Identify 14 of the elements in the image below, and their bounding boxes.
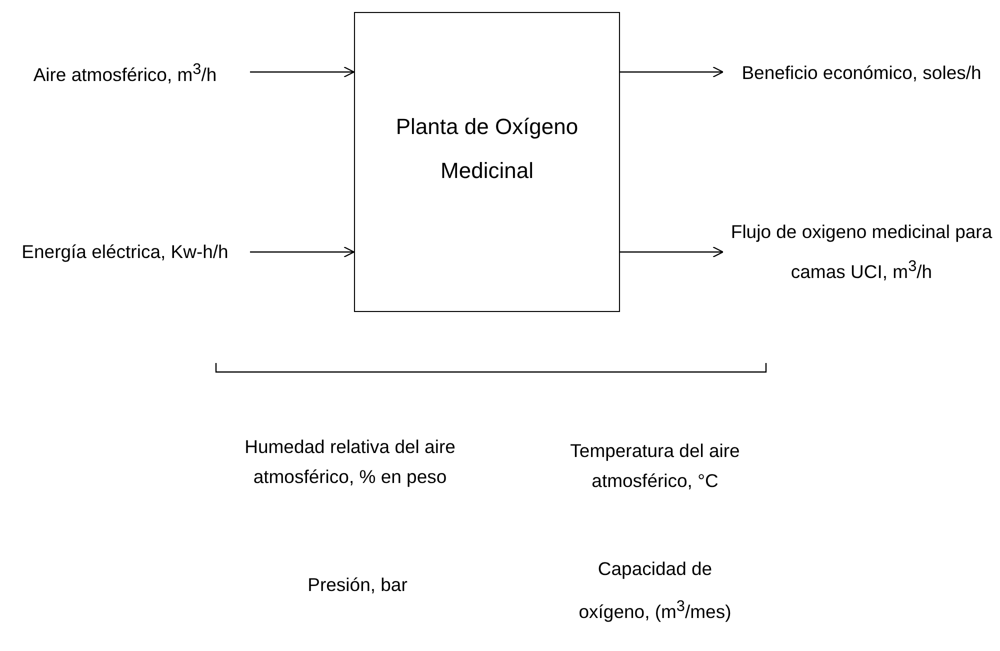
parameter-label: Capacidad de oxígeno, (m$^{3}$/mes): [578, 557, 732, 624]
flow-label: Energía eléctrica, Kw-h/h: [0, 219, 250, 283]
parameter-label: Humedad relativa del aire atmosférico, % en peso: [244, 435, 456, 489]
flow-label: Aire atmosférico, m$^{3}$/h: [0, 40, 250, 104]
arrow: [250, 66, 355, 78]
arrow: [620, 66, 724, 78]
parameter-label: Temperatura del aire atmosférico, °C: [569, 439, 741, 493]
parameter-label: Presión, bar: [306, 573, 408, 597]
flow-label: Flujo de oxigeno medicinal para camas UCI, m$^{3}$/h: [723, 198, 1000, 306]
flow-label: Beneficio económico, soles/h: [723, 40, 1000, 104]
arrow: [250, 246, 355, 258]
box-text: Planta de Oxígeno Medicinal: [394, 113, 580, 185]
arrow: [620, 246, 724, 258]
process-box: [354, 12, 620, 312]
